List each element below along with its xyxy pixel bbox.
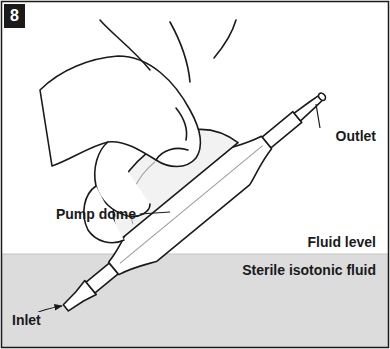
step-number: 8 (10, 7, 19, 24)
leader-line (316, 104, 320, 128)
pump-body (23, 42, 339, 325)
part-label: Pump dome (54, 206, 138, 222)
hand (40, 20, 236, 243)
part-label: Fluid level (306, 234, 378, 250)
part-label: Sterile isotonic fluid (240, 262, 378, 278)
fluid-surface (2, 254, 388, 255)
part-label: Inlet (10, 312, 43, 328)
step-number-badge: 8 (4, 4, 25, 28)
leader-line (140, 212, 170, 214)
part-label: Outlet (334, 128, 378, 144)
fluid-region (2, 254, 388, 347)
